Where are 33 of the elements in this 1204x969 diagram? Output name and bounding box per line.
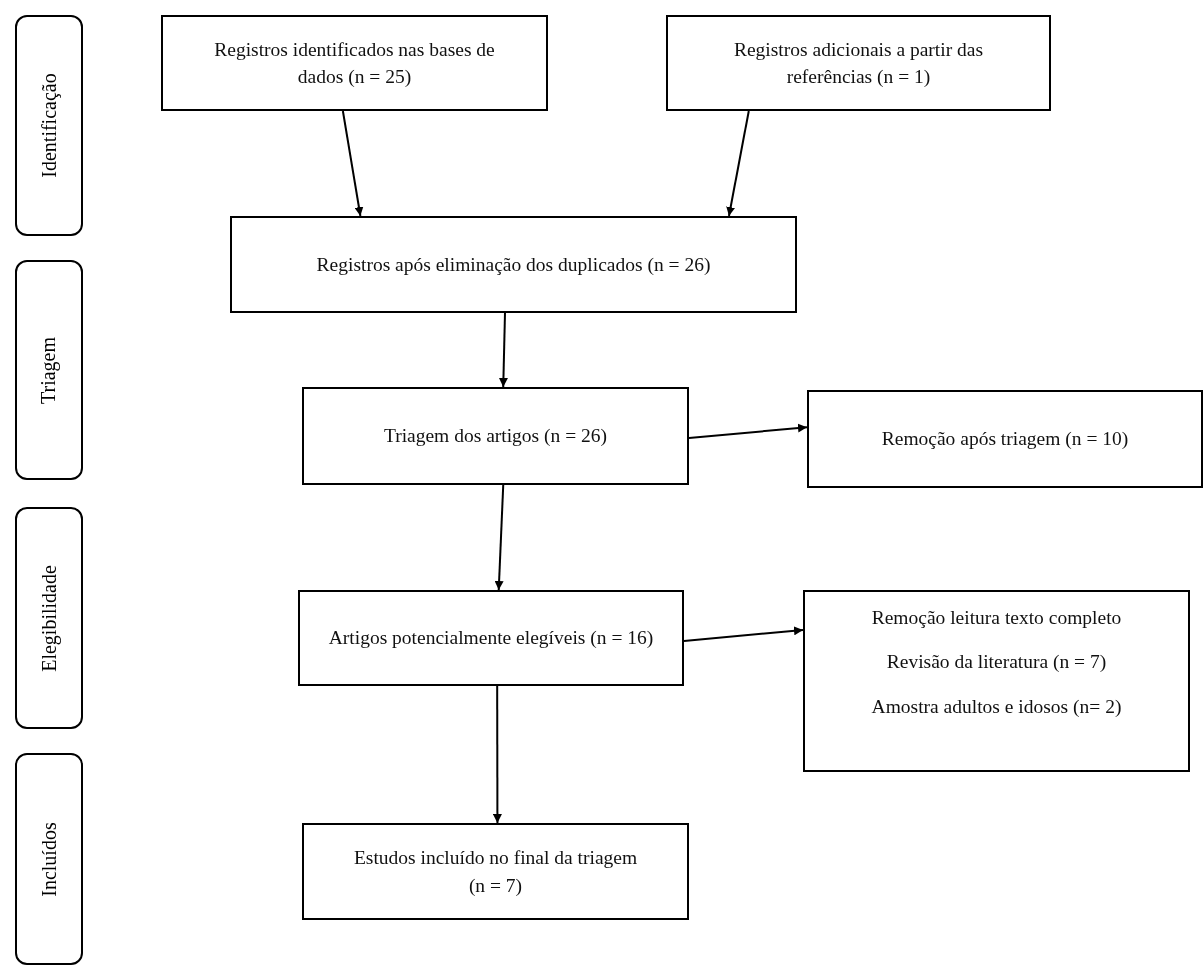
box-text: Revisão da literatura (n = 7) [886,650,1107,675]
box-text: Amostra adultos e idosos (n= 2) [871,694,1122,719]
stage-label-box [15,507,83,729]
process-box [298,590,684,686]
box-text: Registros após eliminação dos duplicados (n = 26) [316,252,711,277]
arrow [492,685,502,824]
stage-label-box [15,15,83,236]
process-box [302,387,689,485]
box-text: Triagem dos artigos (n = 26) [383,424,608,449]
box-text: Artigos potencialmente elegíveis (n = 16) [328,626,654,651]
arrow [688,423,808,439]
stage-label: Incluídos [37,821,61,897]
stage-label: Triagem [37,336,61,404]
stage-label: Elegibilidade [37,564,61,672]
box-text: Estudos incluído no final da triagem (n = 7) [352,846,639,898]
process-box [302,823,689,920]
box-text: Registros identificados nas bases de dados (n = 25) [213,37,496,89]
arrow [683,626,804,642]
arrow [341,110,364,217]
arrow [494,484,505,591]
box-text: Remoção após triagem (n = 10) [881,427,1129,452]
process-box [230,216,797,313]
stage-label-box [15,753,83,965]
process-box [807,390,1203,488]
process-box [666,15,1051,111]
arrow [498,312,508,388]
process-box [161,15,548,111]
process-box [803,590,1190,772]
box-text: Remoção leitura texto completo [871,606,1122,630]
arrow [726,110,750,217]
stage-label: Identificação [37,73,61,178]
stage-label-box [15,260,83,480]
box-text: Registros adicionais a partir das referências (n = 1) [732,37,985,89]
